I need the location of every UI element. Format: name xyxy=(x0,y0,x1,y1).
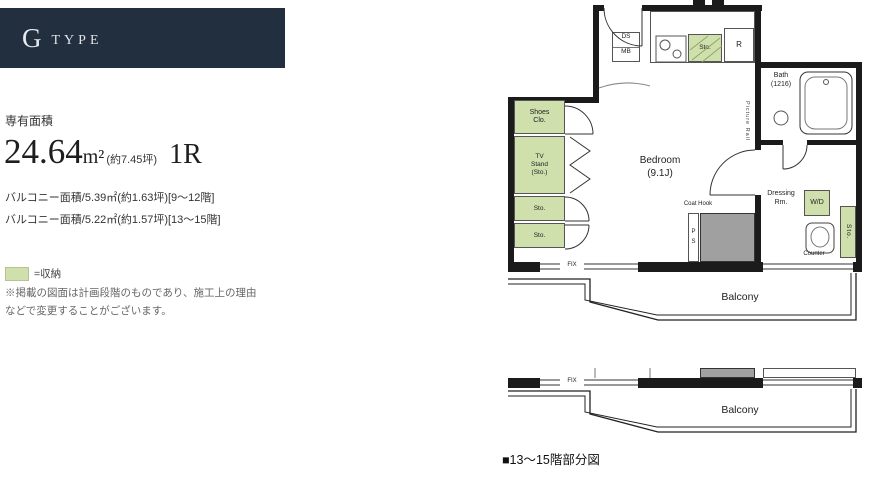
storage-2: Sto. xyxy=(514,223,565,248)
layout-type: 1R xyxy=(169,139,202,170)
storage-1: Sto. xyxy=(514,196,565,221)
shoes-closet: Shoes Clo. xyxy=(514,100,565,134)
bedroom-label: Bedroom (9.1J) xyxy=(639,155,681,179)
refrigerator-space: R xyxy=(724,28,754,62)
wall-segment xyxy=(856,62,862,272)
type-banner: G TYPE xyxy=(0,8,285,68)
balcony-area-line-1: バルコニー面積/5.39㎡(約1.63坪)[9〜12階] xyxy=(5,192,215,204)
wall-segment xyxy=(508,97,514,272)
wall-segment xyxy=(508,262,540,272)
picture-rail-label: Picture Rail xyxy=(743,100,750,142)
wall-segment xyxy=(642,5,762,11)
area-unit: m² xyxy=(82,146,105,168)
area-value: 24.64 xyxy=(4,132,83,171)
wall-segment xyxy=(853,262,862,272)
type-word: TYPE xyxy=(51,33,103,48)
ds-label: DS xyxy=(613,33,639,48)
bath-label: Bath (1216) xyxy=(770,72,792,88)
pipe-space-label: P S xyxy=(691,228,696,245)
ds-mb-shaft: DS MB xyxy=(612,32,640,62)
right-storage: Sto. xyxy=(840,206,856,258)
fragment-caption: ■13〜15階部分図 xyxy=(502,453,600,467)
wall-segment xyxy=(807,140,856,145)
dressing-room-label: Dressing Rm. xyxy=(767,190,795,206)
balcony-area-line-2: バルコニー面積/5.22㎡(約1.57坪)[13〜15階] xyxy=(5,214,221,226)
type-letter: G xyxy=(22,22,43,53)
fragment-shaft-box xyxy=(700,368,755,378)
wall-segment xyxy=(755,195,761,272)
disclaimer-line-2: などで変更することがございます。 xyxy=(5,305,172,317)
wall-segment xyxy=(693,0,705,6)
wall-segment xyxy=(593,5,599,103)
fix-window-label-2: FIX xyxy=(560,378,584,386)
area-tsubo: (約7.45坪) xyxy=(106,154,158,166)
wall-segment xyxy=(761,140,783,145)
wall-segment xyxy=(853,378,862,388)
coat-hook-label: Coat Hook xyxy=(683,201,713,207)
wall-segment xyxy=(755,62,862,68)
plan-linework xyxy=(508,7,857,433)
disclaimer-line-1: ※掲載の図面は計画段階のものであり、施工上の理由 xyxy=(5,287,257,299)
balcony-label-2: Balcony xyxy=(721,404,759,416)
mb-label: MB xyxy=(621,47,631,55)
area-label: 専有面積 xyxy=(5,114,54,128)
wall-segment xyxy=(712,0,724,6)
washer-dryer: W/D xyxy=(804,190,830,216)
balcony-label-1: Balcony xyxy=(721,291,759,303)
wall-segment xyxy=(755,5,761,150)
wall-segment xyxy=(638,378,763,388)
floor-plan: DS MB R P S Shoes Clo. TV Stand (Sto.) S… xyxy=(500,0,873,481)
wall-segment xyxy=(508,378,540,388)
wall-segment xyxy=(638,262,763,272)
fix-window-label-1: FIX xyxy=(560,262,584,270)
refrigerator-label: R xyxy=(736,40,742,49)
tv-stand-storage: TV Stand (Sto.) xyxy=(514,136,565,194)
legend-row: =収納 xyxy=(5,266,61,281)
storage-legend-swatch xyxy=(5,266,29,281)
counter-label: Counter xyxy=(803,251,825,257)
unit-info-panel: G TYPE 専有面積 24.64m²(約7.45坪) 1R バルコニー面積/5.… xyxy=(0,8,285,317)
area-line: 24.64m²(約7.45坪) 1R xyxy=(4,132,202,172)
shaft-gray-box xyxy=(700,213,755,262)
fragment-outline xyxy=(763,368,856,378)
pipe-space: P S xyxy=(688,213,699,262)
legend-label: =収納 xyxy=(34,268,62,280)
